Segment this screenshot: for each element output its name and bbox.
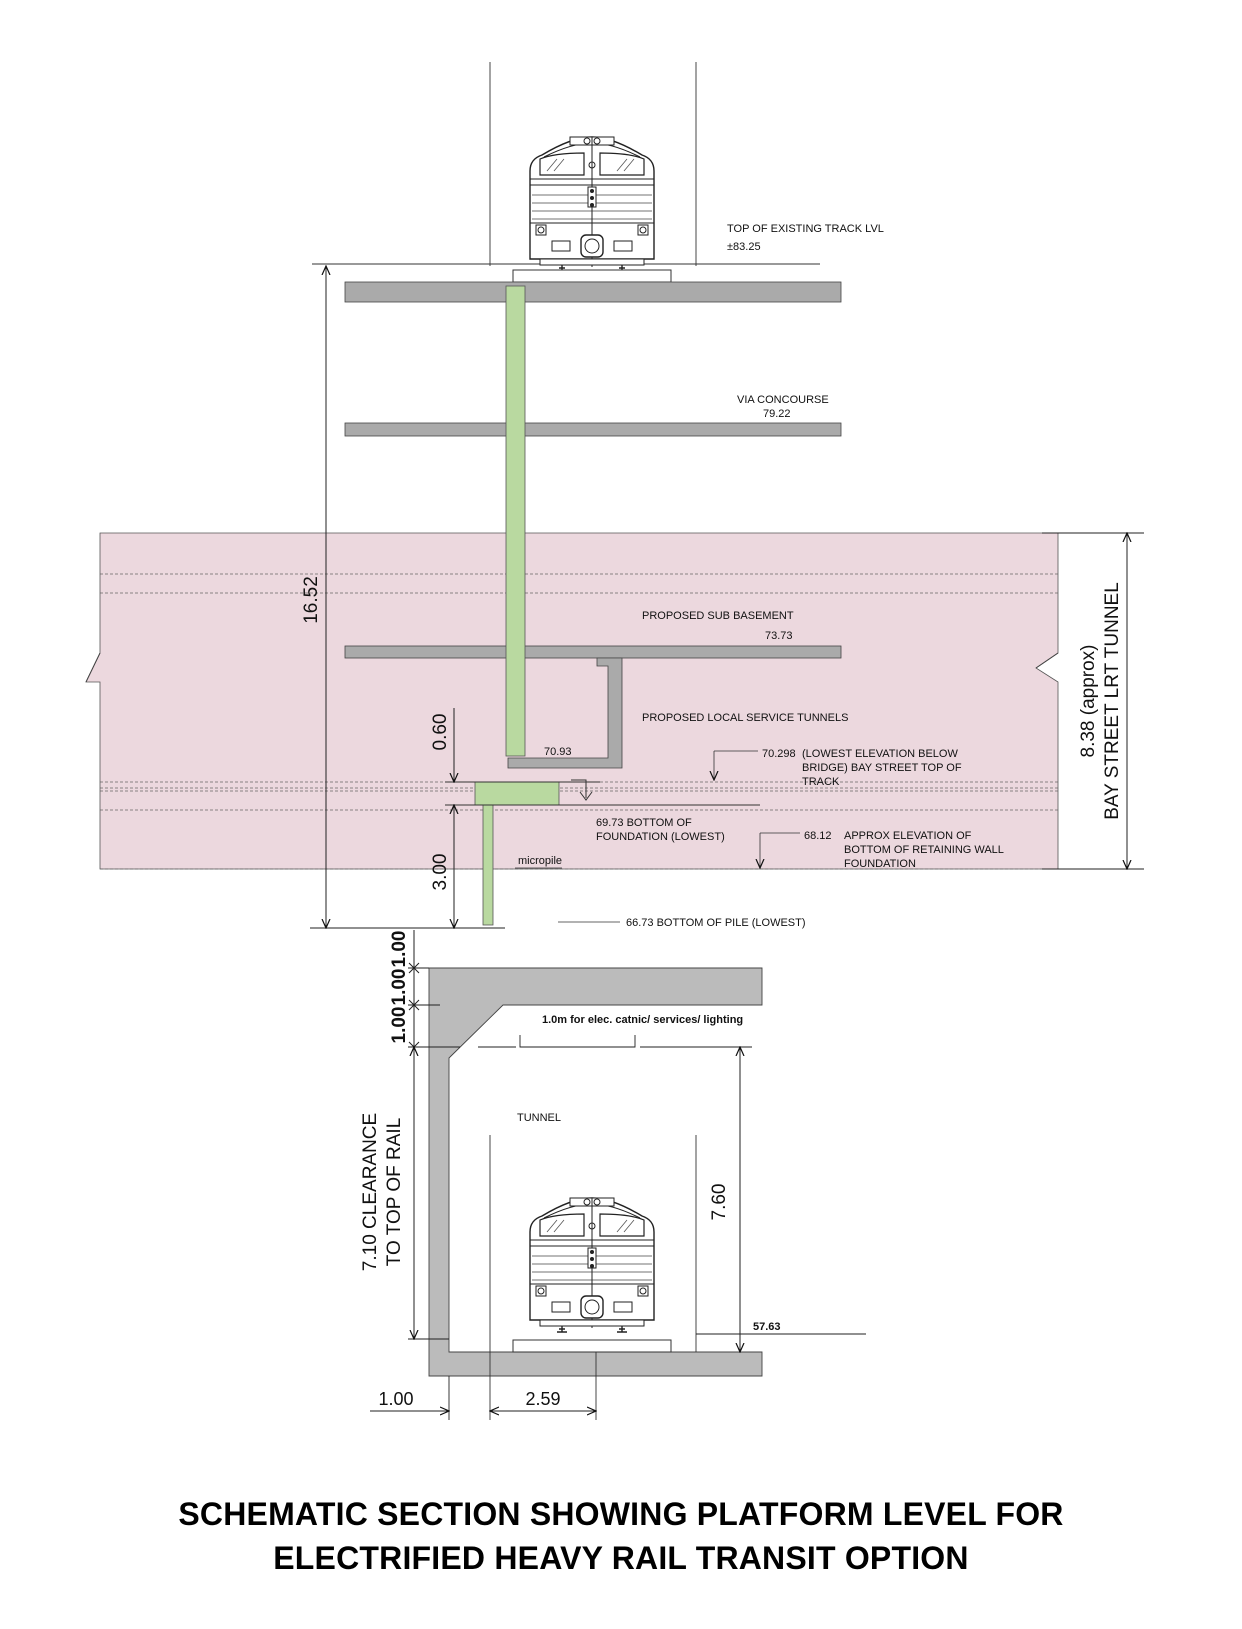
top-track-label: TOP OF EXISTING TRACK LVL xyxy=(727,223,884,235)
bottom-foundation-line1: 69.73 BOTTOM OF xyxy=(596,817,692,829)
sub-basement-elevation: 73.73 xyxy=(765,630,793,642)
clearance-dimension-line2: TO TOP OF RAIL xyxy=(384,1118,405,1267)
retaining-wall-line2: BOTTOM OF RETAINING WALL xyxy=(844,844,1004,856)
dimension-16-52: 16.52 xyxy=(301,576,322,624)
via-concourse-label: VIA CONCOURSE xyxy=(737,394,829,406)
dimension-1-00-bottom: 1.00 xyxy=(378,1389,413,1409)
clearance-dimension-line1: 7.10 CLEARANCE xyxy=(360,1113,381,1271)
lowest-elevation-line1: (LOWEST ELEVATION BELOW xyxy=(802,748,958,760)
dimension-1-00-top: 1.00 xyxy=(389,931,410,968)
retaining-wall-line3: FOUNDATION xyxy=(844,858,916,870)
dimension-2-59: 2.59 xyxy=(525,1389,560,1409)
upper-locomotive xyxy=(529,136,655,272)
sub-basement-slab xyxy=(344,645,842,659)
lowest-elevation-line3: TRACK xyxy=(802,776,840,788)
pile-cap-footing xyxy=(474,781,560,806)
dimension-1-00-mid: 1.00 xyxy=(389,969,410,1006)
elevation-7093: 70.93 xyxy=(544,746,572,758)
dimension-3-00: 3.00 xyxy=(430,854,451,891)
micropile xyxy=(482,804,494,926)
micropile-label: micropile xyxy=(518,855,562,867)
structural-column xyxy=(505,285,526,757)
bay-street-lrt-tunnel-label: BAY STREET LRT TUNNEL xyxy=(1102,582,1123,820)
tunnel-label: TUNNEL xyxy=(517,1112,561,1124)
upper-section: TOP OF EXISTING TRACK LVL ±83.25 VIA CON… xyxy=(85,62,1144,929)
retaining-wall-line1: APPROX ELEVATION OF xyxy=(844,830,972,842)
drawing-title-line1: SCHEMATIC SECTION SHOWING PLATFORM LEVEL… xyxy=(178,1496,1064,1532)
via-concourse-elevation: 79.22 xyxy=(763,408,791,420)
drawing-title-line2: ELECTRIFIED HEAVY RAIL TRANSIT OPTION xyxy=(273,1540,969,1576)
dimension-7-60: 7.60 xyxy=(709,1184,730,1221)
drawing-title: SCHEMATIC SECTION SHOWING PLATFORM LEVEL… xyxy=(0,1492,1242,1580)
catnic-label: 1.0m for elec. catnic/ services/ lightin… xyxy=(542,1014,743,1026)
dimension-0-60: 0.60 xyxy=(430,714,451,751)
bottom-foundation-line2: FOUNDATION (LOWEST) xyxy=(596,831,725,843)
retaining-wall-value: 68.12 xyxy=(804,830,832,842)
dimension-1-00-low: 1.00 xyxy=(389,1007,410,1044)
rail-level-elevation: 57.63 xyxy=(753,1321,781,1333)
concourse-slab xyxy=(344,422,842,437)
bottom-of-pile-label: 66.73 BOTTOM OF PILE (LOWEST) xyxy=(626,917,806,929)
service-tunnel-wall xyxy=(507,657,623,769)
lower-section: 1.00 1.00 1.00 1.0m for elec. catnic/ se… xyxy=(360,930,866,1420)
track-slab xyxy=(344,281,842,303)
dimension-8-38: 8.38 (approx) xyxy=(1078,644,1099,757)
lrt-tunnel-zone xyxy=(85,532,1059,870)
tunnel-wall xyxy=(428,967,763,1377)
service-tunnels-label: PROPOSED LOCAL SERVICE TUNNELS xyxy=(642,712,848,724)
lowest-elevation-line2: BRIDGE) BAY STREET TOP OF xyxy=(802,762,962,774)
lowest-elevation-value: 70.298 xyxy=(762,748,796,760)
top-track-elevation: ±83.25 xyxy=(727,241,761,253)
sub-basement-label: PROPOSED SUB BASEMENT xyxy=(642,610,794,622)
lower-locomotive xyxy=(529,1197,655,1333)
